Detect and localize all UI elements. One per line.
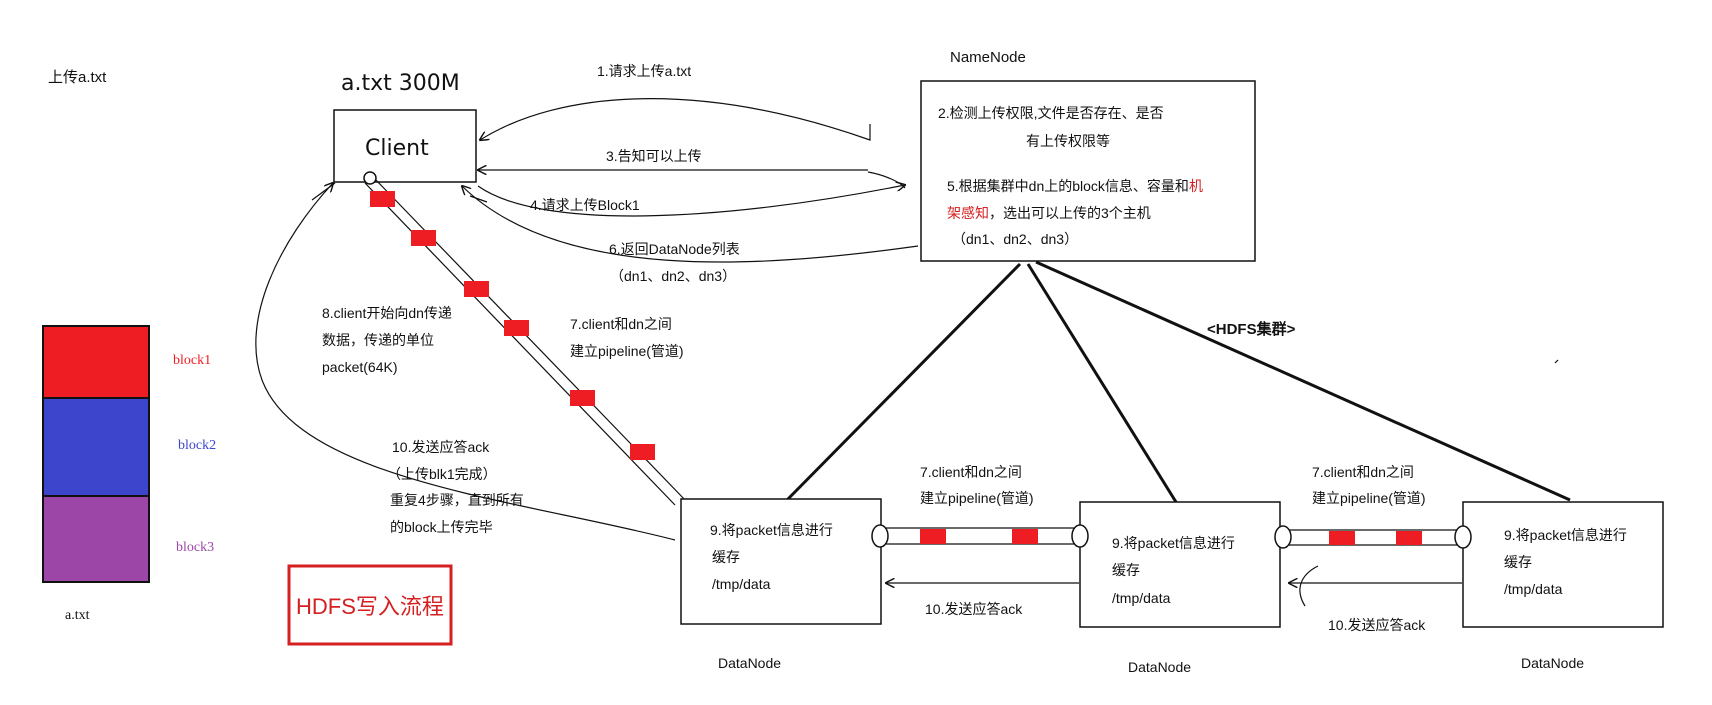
datanode1-line1: 9.将packet信息进行 bbox=[710, 522, 833, 538]
step6-label-line1: 6.返回DataNode列表 bbox=[609, 241, 740, 257]
step3-label: 3.告知可以上传 bbox=[606, 148, 702, 164]
title-box bbox=[287, 564, 453, 646]
pipeline-label-1-line2: 建立pipeline(管道) bbox=[920, 490, 1034, 506]
packet-marker bbox=[1012, 529, 1038, 544]
client-pipeline-port bbox=[363, 171, 377, 185]
request-block-arrow bbox=[477, 185, 905, 217]
datanode1-caption: DataNode bbox=[718, 655, 781, 671]
request-upload-arrow bbox=[480, 98, 871, 140]
dn2-in-port bbox=[1071, 524, 1089, 548]
return-datanode-list-arrow bbox=[462, 186, 919, 263]
block3-label: block3 bbox=[176, 540, 214, 555]
cluster-link-dn1 bbox=[785, 262, 1022, 502]
namenode-check-line2: 有上传权限等 bbox=[1026, 133, 1110, 149]
ack-to-client-arrow bbox=[255, 183, 676, 541]
datanode3-line1: 9.将packet信息进行 bbox=[1504, 527, 1627, 543]
step8-label-line1: 8.client开始向dn传递 bbox=[322, 305, 452, 321]
step10-label-line2: （上传blk1完成） bbox=[387, 466, 497, 482]
upload-file-label: 上传a.txt bbox=[48, 69, 107, 86]
block2-segment bbox=[42, 397, 150, 497]
step6-label-line2: （dn1、dn2、dn3） bbox=[610, 268, 736, 284]
client-box bbox=[333, 109, 477, 183]
rack-awareness-highlight-a: 机 bbox=[1189, 178, 1203, 194]
client-label: Client bbox=[365, 136, 429, 161]
title-label: HDFS写入流程 bbox=[296, 594, 444, 619]
packet-marker bbox=[370, 191, 395, 207]
block3-segment bbox=[42, 495, 150, 583]
step10-label-line3: 重复4步骤，直到所有 bbox=[390, 492, 524, 508]
packet-marker bbox=[464, 281, 489, 297]
packet-marker bbox=[1396, 531, 1422, 545]
datanode1-line3: /tmp/data bbox=[712, 576, 771, 592]
step7-label-line2: 建立pipeline(管道) bbox=[570, 343, 684, 359]
datanode1-line2: 缓存 bbox=[712, 549, 740, 565]
datanode1-box bbox=[680, 498, 882, 625]
step10-label-line1: 10.发送应答ack bbox=[392, 439, 490, 455]
cluster-label: <HDFS集群> bbox=[1207, 320, 1296, 338]
packet-marker bbox=[504, 320, 529, 336]
file-caption: a.txt bbox=[65, 608, 90, 623]
block1-label: block1 bbox=[173, 353, 211, 368]
dn3-in-port bbox=[1454, 525, 1472, 549]
namenode-select-line3: （dn1、dn2、dn3） bbox=[952, 231, 1078, 247]
namenode-select-line1: 5.根据集群中dn上的block信息、容量和机 bbox=[947, 178, 1203, 194]
packet-marker bbox=[920, 529, 946, 544]
dn2-out-port bbox=[1274, 525, 1292, 549]
stray-mark bbox=[1554, 359, 1559, 364]
datanode3-caption: DataNode bbox=[1521, 655, 1584, 671]
datanode3-line2: 缓存 bbox=[1504, 554, 1532, 570]
step10-label-line4: 的block上传完毕 bbox=[390, 519, 493, 535]
ack-label-2: 10.发送应答ack bbox=[1328, 617, 1426, 633]
packet-marker bbox=[570, 390, 595, 406]
datanode2-line2: 缓存 bbox=[1112, 562, 1140, 578]
cluster-link-dn3 bbox=[1035, 260, 1571, 502]
block1-segment bbox=[42, 325, 150, 399]
ack-dn3-to-dn2-curl bbox=[1299, 565, 1319, 607]
file-header: a.txt 300M bbox=[341, 71, 460, 96]
step8-label-line3: packet(64K) bbox=[322, 359, 397, 375]
client-tick-left bbox=[311, 182, 336, 201]
pipeline-label-1-line1: 7.client和dn之间 bbox=[920, 464, 1022, 480]
request-block-arrow-tail bbox=[867, 171, 906, 189]
datanode2-box bbox=[1079, 501, 1281, 628]
step7-label-line1: 7.client和dn之间 bbox=[570, 316, 672, 332]
packet-marker bbox=[1329, 531, 1355, 545]
step8-label-line2: 数据，传递的单位 bbox=[322, 332, 434, 348]
cluster-link-dn2 bbox=[1026, 263, 1178, 503]
packet-marker bbox=[411, 230, 436, 246]
pipeline-label-2-line2: 建立pipeline(管道) bbox=[1312, 490, 1426, 506]
rack-awareness-highlight-b: 架感知 bbox=[947, 205, 989, 221]
client-tick-right bbox=[469, 195, 488, 203]
namenode-check-line1: 2.检测上传权限,文件是否存在、是否 bbox=[938, 105, 1164, 121]
namenode-title: NameNode bbox=[950, 49, 1026, 66]
namenode-box bbox=[920, 80, 1256, 262]
datanode2-caption: DataNode bbox=[1128, 659, 1191, 675]
ack-label-1: 10.发送应答ack bbox=[925, 601, 1023, 617]
packet-marker bbox=[630, 444, 655, 460]
block2-label: block2 bbox=[178, 438, 216, 453]
datanode3-line3: /tmp/data bbox=[1504, 581, 1563, 597]
dn1-out-port bbox=[871, 524, 889, 548]
datanode2-line1: 9.将packet信息进行 bbox=[1112, 535, 1235, 551]
namenode-select-line2: 架感知，选出可以上传的3个主机 bbox=[947, 205, 1151, 221]
datanode2-line3: /tmp/data bbox=[1112, 590, 1171, 606]
datanode3-box bbox=[1462, 501, 1664, 628]
pipeline-label-2-line1: 7.client和dn之间 bbox=[1312, 464, 1414, 480]
step1-label: 1.请求上传a.txt bbox=[597, 63, 691, 79]
step4-label: 4.请求上传Block1 bbox=[530, 197, 640, 213]
